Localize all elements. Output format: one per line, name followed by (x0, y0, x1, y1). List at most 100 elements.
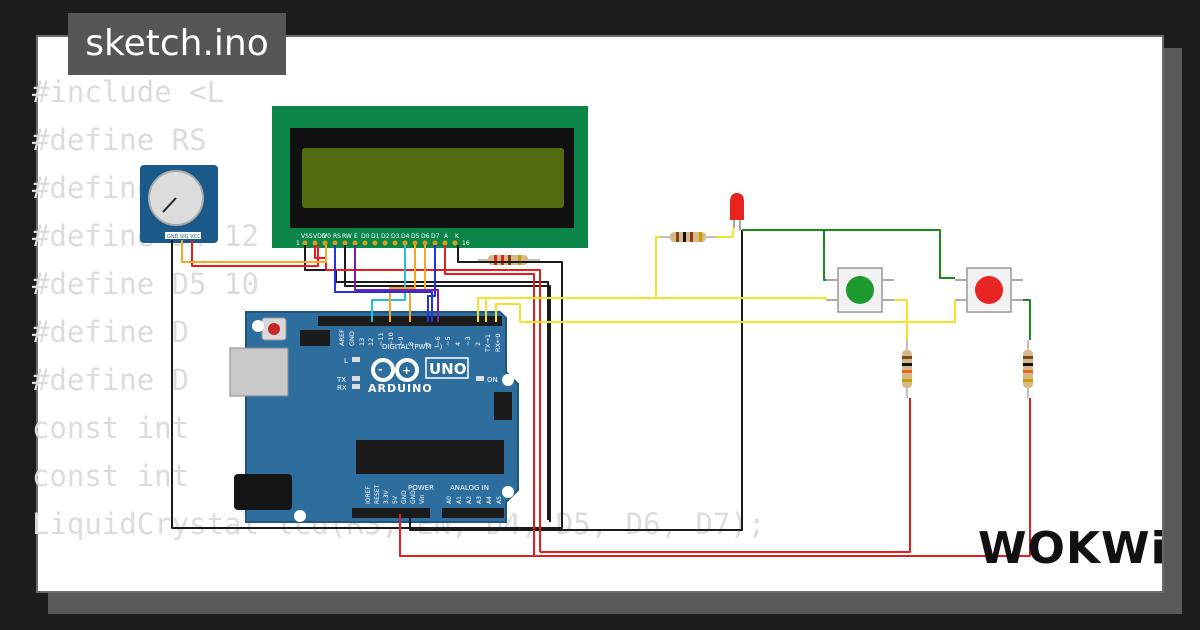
pin-label-a4: A4 (486, 496, 493, 504)
icsp2-header (494, 392, 512, 420)
red-button-cap[interactable] (975, 276, 1003, 304)
wire-yellow (477, 236, 660, 322)
lcd-pin-label: VDD (313, 233, 327, 240)
wire-red (444, 245, 535, 556)
arduino-logo-icon (371, 358, 419, 382)
code-line: #define RS (32, 123, 207, 157)
uno-box (425, 357, 469, 379)
wire-orange (409, 245, 426, 322)
lcd-pin-label: RW (342, 233, 352, 240)
pin-label-2: 2 (474, 342, 482, 346)
lcd-pin-label: D0 (361, 233, 370, 240)
led-l (352, 357, 360, 362)
pin-label-9: ~9 (397, 336, 405, 346)
arduino-uno-board[interactable]: L TX RX ON DIGITAL (PWM ~) ANALOG IN POW… (229, 311, 519, 523)
pin-label-a1: A1 (456, 496, 463, 504)
wokwi-logo: WOKWi (978, 523, 1167, 574)
wire-black (171, 240, 563, 529)
lcd-pin-first: 1 (296, 240, 300, 247)
wire-black (344, 245, 551, 522)
pin-label-gnd1: GND (401, 490, 408, 504)
pin-label-6: ~6 (434, 336, 442, 346)
pin-label-12: 12 (367, 338, 375, 346)
pin-label-13: 13 (358, 338, 366, 346)
code-line: #define D (32, 315, 190, 349)
wire-red (399, 398, 1031, 557)
led-body (730, 193, 744, 220)
power-jack (234, 474, 292, 510)
lcd-pin-label: K (455, 233, 460, 240)
icsp-header (300, 330, 330, 346)
pin-label-ioref: IOREF (365, 486, 372, 504)
code-line: #define D5 10 (32, 267, 259, 301)
code-line: LiquidCrystal lcd(RS, EN, D4, D5, D6, D7… (32, 507, 766, 541)
lcd-pin-label: D6 (421, 233, 430, 240)
pin-label-10: ~10 (387, 332, 395, 346)
wire-red (314, 245, 541, 552)
code-line: const int (32, 459, 190, 493)
lcd-pin-label: D5 (411, 233, 420, 240)
pin-label-7: 7 (424, 342, 432, 346)
lcd-pin-label: D3 (391, 233, 400, 240)
wire-yellow (485, 297, 827, 322)
mount-hole (502, 374, 514, 386)
pin-label-a0: A0 (446, 496, 453, 504)
potentiometer[interactable]: GND SIG VCC (140, 165, 218, 243)
lcd-pin-label: E (354, 233, 358, 240)
reset-button[interactable] (268, 323, 280, 335)
lcd-screen (302, 148, 564, 208)
wire-red (540, 398, 911, 553)
lcd-pin-label: D4 (401, 233, 410, 240)
code-line: #include <L (32, 75, 225, 109)
led-rx-label: RX (337, 384, 347, 392)
wire-green (742, 229, 955, 279)
power-header (352, 508, 430, 518)
analog-label: ANALOG IN (450, 484, 489, 492)
pot-indicator (162, 197, 177, 213)
mount-hole (252, 320, 264, 332)
led-rx (352, 384, 360, 389)
pin-label-4: 4 (454, 342, 462, 346)
arduino-brand: ARDUINO (368, 382, 433, 395)
green-button-cap[interactable] (846, 276, 874, 304)
lcd-pin-label: D1 (371, 233, 380, 240)
resistor-red-button[interactable] (1023, 340, 1033, 398)
atmega-chip (356, 440, 504, 474)
resistor-led[interactable] (660, 232, 716, 242)
pin-label-8: 8 (407, 342, 415, 346)
lcd-pin-label: RS (333, 233, 341, 240)
pin-label-reset: RESET (374, 484, 381, 504)
pin-label-gnd: GND (348, 331, 356, 346)
red-pushbutton[interactable] (955, 267, 1023, 313)
pin-label-rx: RX←0 (494, 333, 502, 352)
usb-port (229, 347, 289, 397)
lcd-16x2[interactable]: VSS VDD V0 RS RW E D0 D1 D2 D3 D4 D5 D6 … (272, 106, 588, 248)
resistor-lcd-backlight[interactable] (478, 255, 540, 265)
pin-label-3: ~3 (464, 336, 472, 346)
led-tx-label: TX (336, 376, 346, 384)
pot-pin-strip (165, 232, 201, 239)
pin-label-tx: TX→1 (484, 334, 492, 353)
sketch-filename-tab[interactable]: sketch.ino (68, 13, 286, 75)
resistor-green-button[interactable] (902, 340, 912, 398)
wire-blue (334, 245, 433, 322)
mount-hole (294, 510, 306, 522)
led-tx (352, 376, 360, 381)
logo-minus: - (378, 363, 383, 376)
wire-green (1023, 299, 1031, 340)
project-preview-card[interactable] (36, 35, 1164, 593)
red-led[interactable] (730, 193, 744, 230)
lcd-pin-label: A (444, 233, 449, 240)
wire-yellow (716, 227, 735, 238)
wire-orange (181, 240, 327, 263)
code-line: #define D (32, 363, 190, 397)
pin-label-5: ~5 (444, 336, 452, 346)
power-label: POWER (408, 484, 434, 492)
wire-red (191, 240, 319, 267)
lcd-pin-label: D2 (381, 233, 390, 240)
green-pushbutton[interactable] (826, 267, 894, 313)
pin-label-a5: A5 (496, 496, 503, 504)
digital-label: DIGITAL (PWM ~) (382, 343, 443, 351)
lcd-pin-label: V0 (323, 233, 331, 240)
lcd-pin-label: VSS (301, 233, 313, 240)
